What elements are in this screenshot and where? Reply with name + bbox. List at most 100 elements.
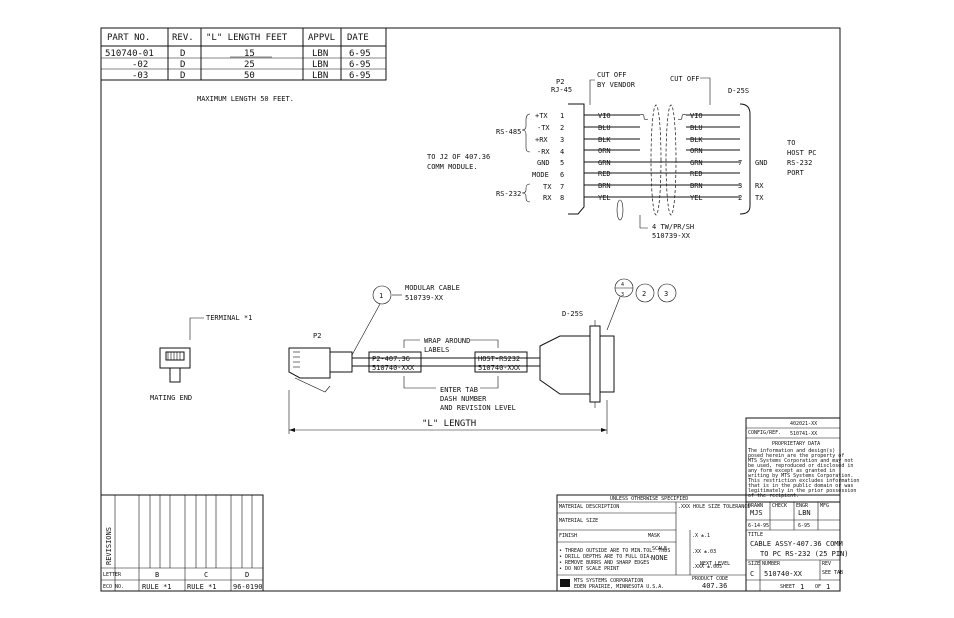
pin-number: 5 xyxy=(560,159,564,167)
parts-cell: 6-95 xyxy=(349,71,371,81)
proprietary-text: writing by MTS Systems Corporation. xyxy=(748,473,853,479)
right-pin-number: 3 xyxy=(738,182,742,190)
p2-label: P2 xyxy=(556,78,564,86)
rj45-label: RJ-45 xyxy=(551,86,572,94)
mfg-label: MFG xyxy=(820,503,829,509)
right-pin-signal: RX xyxy=(755,182,764,190)
parts-cell: 15 xyxy=(244,49,255,59)
label-tag-text: 510740-XXX xyxy=(478,364,521,372)
pin-number: 4 xyxy=(560,148,564,156)
tolerance: .XX ±.03 xyxy=(692,549,716,555)
wire-color: RED xyxy=(598,170,611,178)
letter-label: LETTER xyxy=(103,572,122,578)
proprietary-text: MTS Systems Corporation and may not xyxy=(748,458,853,464)
parts-cell: -02 xyxy=(132,60,148,70)
eco-number: RULE *1 xyxy=(187,583,217,591)
wire-color: RED xyxy=(690,170,703,178)
proprietary-text: that is in the public domain or was xyxy=(748,483,853,489)
ref-number-2: 510741-XX xyxy=(790,431,817,437)
drawing-title-2: TO PC RS-232 (25 PIN) xyxy=(760,550,849,558)
right-pin-number: 7 xyxy=(738,159,742,167)
parts-cell: LBN xyxy=(312,71,328,81)
tolerance: .XXX ±.005 xyxy=(692,564,722,570)
of-label: OF xyxy=(815,584,821,590)
rj45-jack-icon xyxy=(159,347,191,383)
product-code-label: PRODUCT CODE xyxy=(692,576,728,582)
wire-color: BLK xyxy=(598,136,611,144)
pin-signal: -TX xyxy=(537,124,550,132)
title-note: • DO NOT SCALE PRINT xyxy=(559,566,619,572)
wire-color: ORN xyxy=(598,147,611,155)
material-desc-label: MATERIAL DESCRIPTION xyxy=(559,504,619,510)
enter-tab-label: ENTER TAB xyxy=(440,386,478,394)
pin-signal: +RX xyxy=(535,136,548,144)
engr-value: LBN xyxy=(798,509,811,517)
drawn-label: DRAWN xyxy=(748,503,763,509)
date-value: 6-95 xyxy=(798,523,810,529)
parts-header-appvl: APPVL xyxy=(308,33,335,43)
company-address: EDEN PRAIRIE, MINNESOTA U.S.A. xyxy=(574,584,664,590)
wrap-label: WRAP AROUND xyxy=(424,337,470,345)
parts-header-length: "L" LENGTH FEET xyxy=(206,33,288,43)
d25-label: D-25S xyxy=(728,87,749,95)
balloon-text: 3 xyxy=(664,290,668,298)
date-value: 6-14-95 xyxy=(748,523,769,529)
parts-cell: 6-95 xyxy=(349,49,371,59)
size-label: SIZE xyxy=(748,561,760,567)
proprietary-text: of the recipient. xyxy=(748,493,799,499)
modular-cable-label-2: 510739-XX xyxy=(405,294,444,302)
check-label: CHECK xyxy=(772,503,787,509)
engr-label: ENGR xyxy=(796,503,809,509)
right-pin-signal: GND xyxy=(755,159,768,167)
pin-number: 7 xyxy=(560,183,564,191)
proprietary-block: 402021-XX CONFIG/REF. 510741-XX PROPRIET… xyxy=(745,417,859,503)
pin-signal: GND xyxy=(537,159,550,167)
scale-label: SCALE xyxy=(652,546,667,552)
pin-number: 2 xyxy=(560,124,564,132)
parts-table: PART NO. REV. "L" LENGTH FEET APPVL DATE… xyxy=(100,27,387,81)
length-dimension: "L" LENGTH xyxy=(422,419,476,429)
terminal-label: TERMINAL *1 xyxy=(206,314,252,322)
product-code: 407.36 xyxy=(702,582,727,590)
balloon-text: 4 xyxy=(621,282,624,288)
modular-cable-label: MODULAR CABLE xyxy=(405,284,460,292)
cutoff-label: CUT OFF xyxy=(670,75,700,83)
parts-header-rev: REV. xyxy=(172,33,194,43)
label-tag-text: HOST-RS232 xyxy=(478,355,520,363)
to-j2-label-2: COMM MODULE. xyxy=(427,163,478,171)
wire-color: ORN xyxy=(690,147,703,155)
wire-color: BRN xyxy=(690,182,703,190)
parts-cell: -03 xyxy=(132,71,148,81)
proprietary-title: PROPRIETARY DATA xyxy=(772,441,820,447)
proprietary-text: posed herein are the property of xyxy=(748,453,844,459)
label-tag-left xyxy=(368,351,422,373)
finish-label: FINISH xyxy=(559,533,577,539)
rev-letter: B xyxy=(155,571,159,579)
cable-note-2: 510739-XX xyxy=(652,232,691,240)
parts-cell: 25 xyxy=(244,60,255,70)
assembly-view: 1 MODULAR CABLE 510739-XX 4 3 2 3 TERMIN… xyxy=(150,278,677,434)
sheet-label: SHEET xyxy=(780,584,795,590)
label-tag-text: 510740-XXX xyxy=(372,364,415,372)
enter-tab-label-2: DASH NUMBER xyxy=(440,395,487,403)
eco-label: ECO NO. xyxy=(103,584,124,590)
d25-connector-icon xyxy=(539,320,615,408)
parts-cell: 6-95 xyxy=(349,60,371,70)
d25s-assembly-label: D-25S xyxy=(562,310,583,318)
wrap-label-2: LABELS xyxy=(424,346,449,354)
cable-note: 4 TW/PR/SH xyxy=(652,223,694,231)
tolerance: .X ±.1 xyxy=(692,533,710,539)
sheet-value: 1 xyxy=(800,583,804,591)
parts-cell: 50 xyxy=(244,71,255,81)
material-size-label: MATERIAL SIZE xyxy=(559,518,598,524)
number-label: NUMBER xyxy=(762,561,781,567)
balloon xyxy=(372,285,392,305)
eco-number: RULE *1 xyxy=(142,583,172,591)
wire-color: VIO xyxy=(690,112,703,120)
to-j2-label: TO J2 OF 407.36 xyxy=(427,153,490,161)
proprietary-text: be used, reproduced or disclosed in xyxy=(748,463,853,469)
drawing-number: 510740-XX xyxy=(764,570,803,578)
ref-number: 402021-XX xyxy=(790,421,817,427)
cutoff-vendor-label: CUT OFF xyxy=(597,71,627,79)
proprietary-text: This restriction excludes information xyxy=(748,478,859,484)
